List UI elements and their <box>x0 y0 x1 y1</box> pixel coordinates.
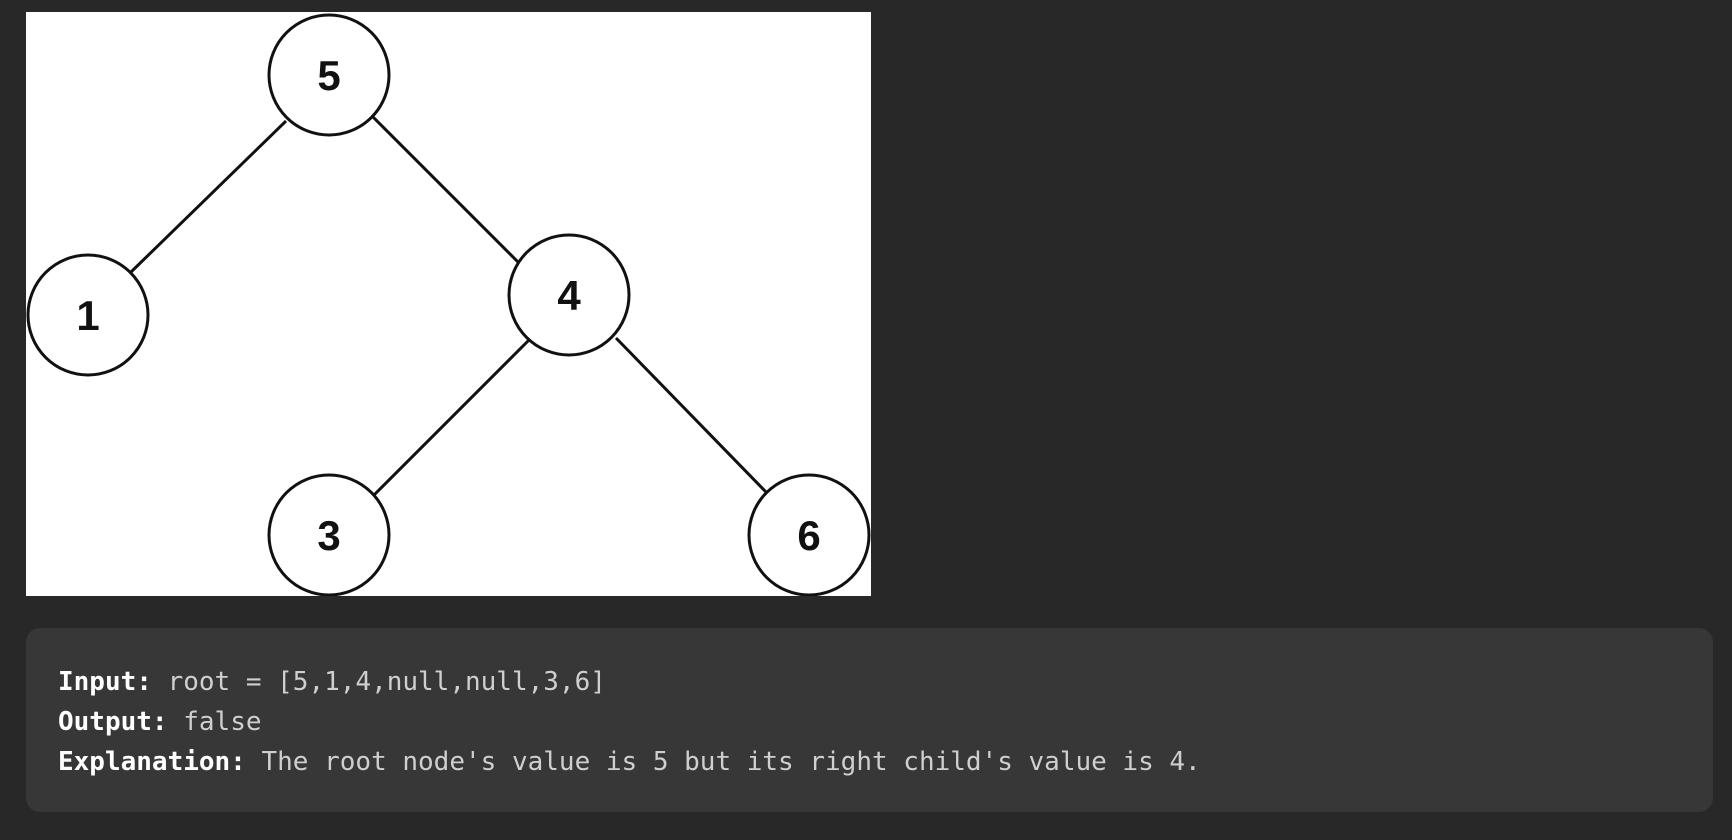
explanation-value: The root node's value is 5 but its right… <box>261 747 1201 777</box>
example-output-line: Output: false <box>58 702 1681 742</box>
input-label: Input: <box>58 667 152 697</box>
example-block: Input: root = [5,1,4,null,null,3,6] Outp… <box>26 628 1713 812</box>
node-label-right-left: 3 <box>317 512 340 559</box>
output-value: false <box>183 707 262 737</box>
node-label-right: 4 <box>557 272 581 319</box>
example-explanation-line: Explanation: The root node's value is 5 … <box>58 742 1681 782</box>
input-value: root = [5,1,4,null,null,3,6] <box>167 667 606 697</box>
binary-tree-figure: 5 1 4 3 6 <box>26 12 871 596</box>
tree-node-right: 4 <box>507 233 631 357</box>
tree-node-right-left: 3 <box>267 473 391 596</box>
tree-edges <box>129 115 768 497</box>
example-input-line: Input: root = [5,1,4,null,null,3,6] <box>58 662 1681 702</box>
node-label-right-right: 6 <box>797 512 820 559</box>
output-label: Output: <box>58 707 168 737</box>
binary-tree-diagram: 5 1 4 3 6 <box>26 13 871 596</box>
tree-edge-root-right <box>371 115 523 267</box>
node-label-root: 5 <box>317 52 340 99</box>
explanation-label: Explanation: <box>58 747 246 777</box>
tree-edge-right-rightright <box>614 336 768 494</box>
tree-edge-right-rightleft <box>372 338 531 497</box>
tree-node-right-right: 6 <box>747 473 871 596</box>
tree-edge-root-left <box>129 119 288 274</box>
tree-node-left: 1 <box>26 253 150 377</box>
node-label-left: 1 <box>76 292 99 339</box>
tree-node-root: 5 <box>267 13 391 137</box>
